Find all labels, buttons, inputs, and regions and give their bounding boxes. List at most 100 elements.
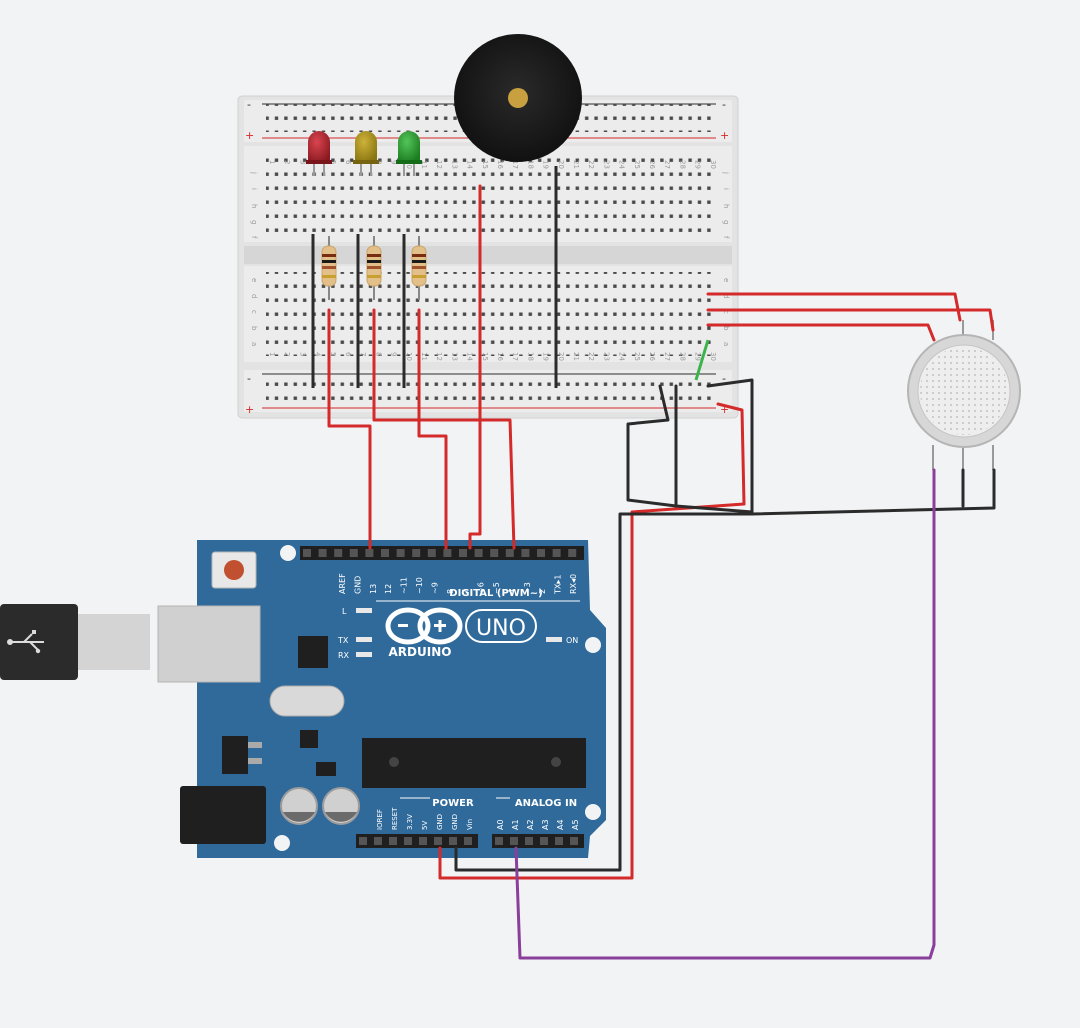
led-red — [306, 131, 332, 176]
header-socket — [474, 549, 483, 557]
column-number-label: 17 — [511, 160, 519, 169]
digital-pin-label: ~5 — [492, 582, 501, 594]
rail-minus-sign: - — [722, 372, 726, 385]
red-wire-5v-to-arduino — [438, 502, 746, 880]
center-channel — [244, 246, 732, 264]
ground-jumpers — [311, 166, 558, 388]
column-number-label: 28 — [678, 352, 686, 361]
row-letter-label: f — [722, 236, 730, 239]
column-number-label: 18 — [526, 352, 534, 361]
header-socket — [434, 837, 442, 845]
rail-minus-sign: - — [247, 98, 251, 111]
usb-cable — [0, 604, 150, 680]
column-number-label: 11 — [420, 160, 428, 169]
column-number-label: 27 — [663, 160, 671, 169]
power-pin-label: GND — [451, 814, 459, 830]
column-number-label: 3 — [298, 160, 306, 164]
column-number-label: 24 — [618, 352, 626, 361]
column-number-label: 4 — [314, 352, 322, 357]
power-pin-label: Vin — [466, 819, 474, 830]
column-number-label: 30 — [709, 352, 717, 361]
resistor — [366, 236, 382, 300]
column-number-label: 12 — [435, 160, 443, 169]
column-number-label: 6 — [344, 160, 352, 165]
column-number-label: 16 — [496, 352, 504, 361]
status-led-l — [356, 608, 372, 613]
digital-pin-label: 13 — [369, 584, 378, 594]
column-number-label: 21 — [572, 160, 580, 169]
power-pin-label: 5V — [421, 821, 429, 830]
row-letter-label: a — [722, 342, 730, 346]
column-number-label: 15 — [481, 352, 489, 361]
column-number-label: 13 — [450, 352, 458, 361]
resistor — [411, 236, 427, 300]
analog-pin-label: A4 — [556, 819, 565, 830]
column-number-label: 20 — [557, 160, 565, 169]
column-number-label: 18 — [526, 160, 534, 169]
black-wire-gnd-rail — [626, 378, 754, 514]
usb-icon — [7, 630, 44, 654]
column-number-label: 28 — [678, 160, 686, 169]
wires — [327, 184, 996, 960]
digital-pin-label: ~9 — [430, 582, 439, 594]
power-pin-label: IOREF — [376, 809, 384, 830]
header-socket — [374, 837, 382, 845]
header-socket — [464, 837, 472, 845]
usb-chip — [298, 636, 328, 668]
power-header-label: POWER — [432, 798, 474, 809]
column-number-label: 30 — [709, 160, 717, 169]
column-number-label: 12 — [435, 352, 443, 361]
row-letter-label: i — [250, 188, 258, 190]
power-pin-label: GND — [436, 814, 444, 830]
digital-pin-label: AREF — [338, 573, 347, 594]
led-yellow — [353, 131, 379, 176]
header-socket — [427, 549, 436, 557]
status-led-on — [546, 637, 562, 642]
row-letter-label: b — [722, 326, 730, 331]
board-brand-label: ARDUINO — [389, 645, 452, 659]
column-number-label: 26 — [648, 160, 656, 169]
red-wire-led2-to-pin8 — [372, 308, 516, 550]
dc-power-jack — [180, 786, 266, 844]
header-socket — [349, 549, 358, 557]
column-number-label: 7 — [359, 352, 367, 356]
resistor — [321, 236, 337, 300]
led-rx-label: RX — [338, 651, 350, 660]
row-letter-label: e — [250, 278, 258, 282]
header-socket — [459, 549, 467, 557]
column-number-label: 2 — [283, 352, 291, 356]
column-number-label: 17 — [511, 352, 519, 361]
digital-pin-label: TX▸1 — [554, 575, 563, 595]
row-letter-label: i — [722, 188, 730, 190]
capacitor — [280, 787, 318, 825]
digital-pin-label: ~10 — [415, 577, 424, 594]
column-number-label: 29 — [694, 352, 702, 361]
header-socket — [510, 837, 518, 845]
header-socket — [334, 549, 343, 557]
row-letter-label: j — [722, 171, 730, 174]
header-socket — [365, 549, 374, 557]
column-number-label: 10 — [405, 160, 413, 169]
digital-pin-label: ~11 — [400, 577, 409, 594]
header-socket — [568, 549, 577, 557]
digital-pin-label: RX◂0 — [569, 574, 578, 594]
purple-wire-sensor-to-a1 — [514, 468, 936, 960]
rail-plus-sign: + — [245, 129, 254, 142]
digital-header-label: DIGITAL (PWM~) — [449, 588, 542, 599]
rail-plus-sign: + — [245, 403, 254, 416]
column-number-label: 6 — [344, 352, 352, 357]
capacitor — [322, 787, 360, 825]
digital-pin-label: ~6 — [477, 582, 486, 594]
analog-header-label: ANALOG IN — [515, 798, 577, 809]
header-socket — [381, 549, 389, 557]
header-socket — [555, 837, 563, 845]
column-number-label: 19 — [542, 352, 550, 361]
digital-pin-label: 2 — [538, 589, 547, 594]
column-number-label: 11 — [420, 352, 428, 361]
analog-pin-label: A1 — [511, 819, 520, 830]
header-socket — [521, 549, 530, 557]
digital-pin-label: GND — [353, 576, 362, 594]
board-model-label: UNO — [476, 616, 526, 641]
row-letter-label: h — [250, 204, 258, 208]
power-header — [356, 834, 478, 848]
